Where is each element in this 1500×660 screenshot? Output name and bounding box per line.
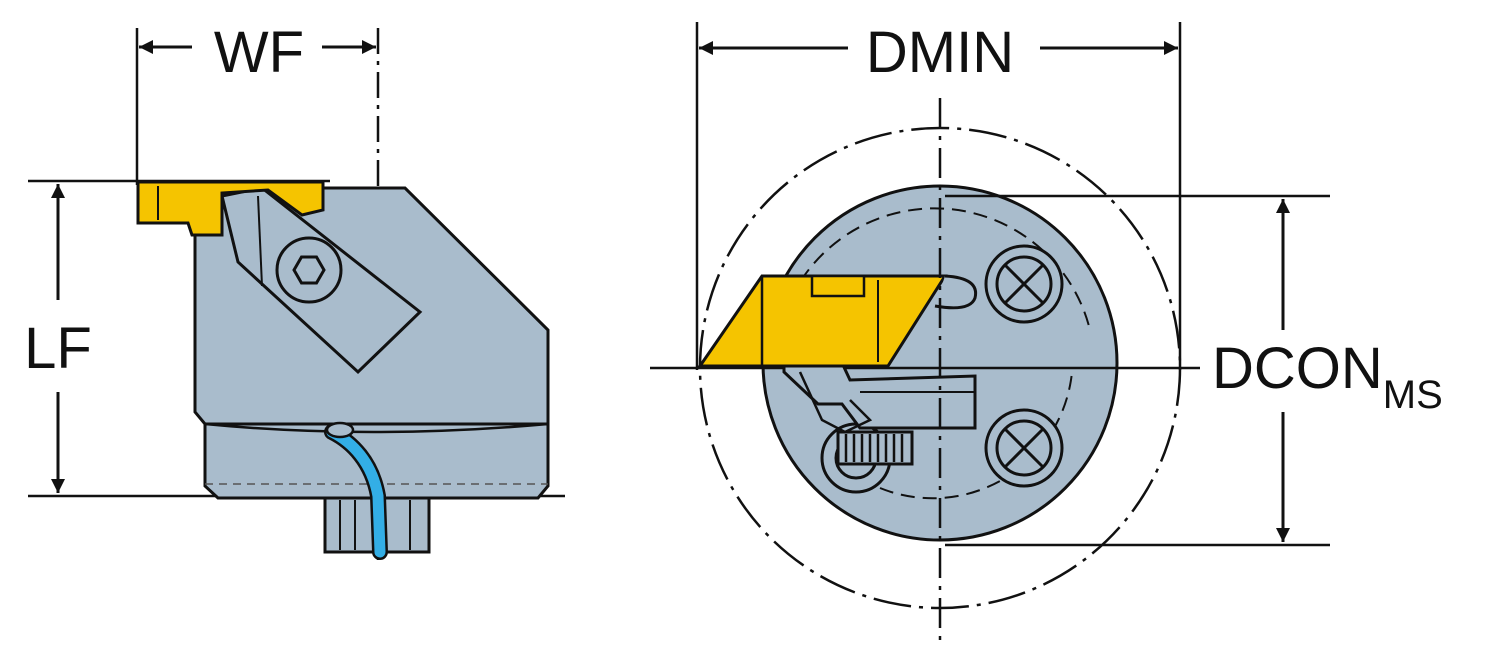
knurled-wheel <box>836 430 914 466</box>
coolant-outlet <box>325 421 355 439</box>
hex-socket-icon <box>292 255 326 285</box>
mount-screw-bottom <box>984 408 1064 488</box>
dcon-label: DCONMS <box>1212 336 1443 417</box>
side-view: WF LF <box>24 20 565 560</box>
insert-notch <box>934 274 978 310</box>
cutting-insert-side <box>136 180 325 237</box>
dmin-label: DMIN <box>866 20 1014 85</box>
front-view: DMIN DCONMS <box>650 20 1443 640</box>
clamp-screw-head <box>275 236 343 304</box>
lf-label: LF <box>24 316 92 381</box>
wf-label: WF <box>214 20 304 85</box>
mount-screw-top <box>984 244 1064 324</box>
